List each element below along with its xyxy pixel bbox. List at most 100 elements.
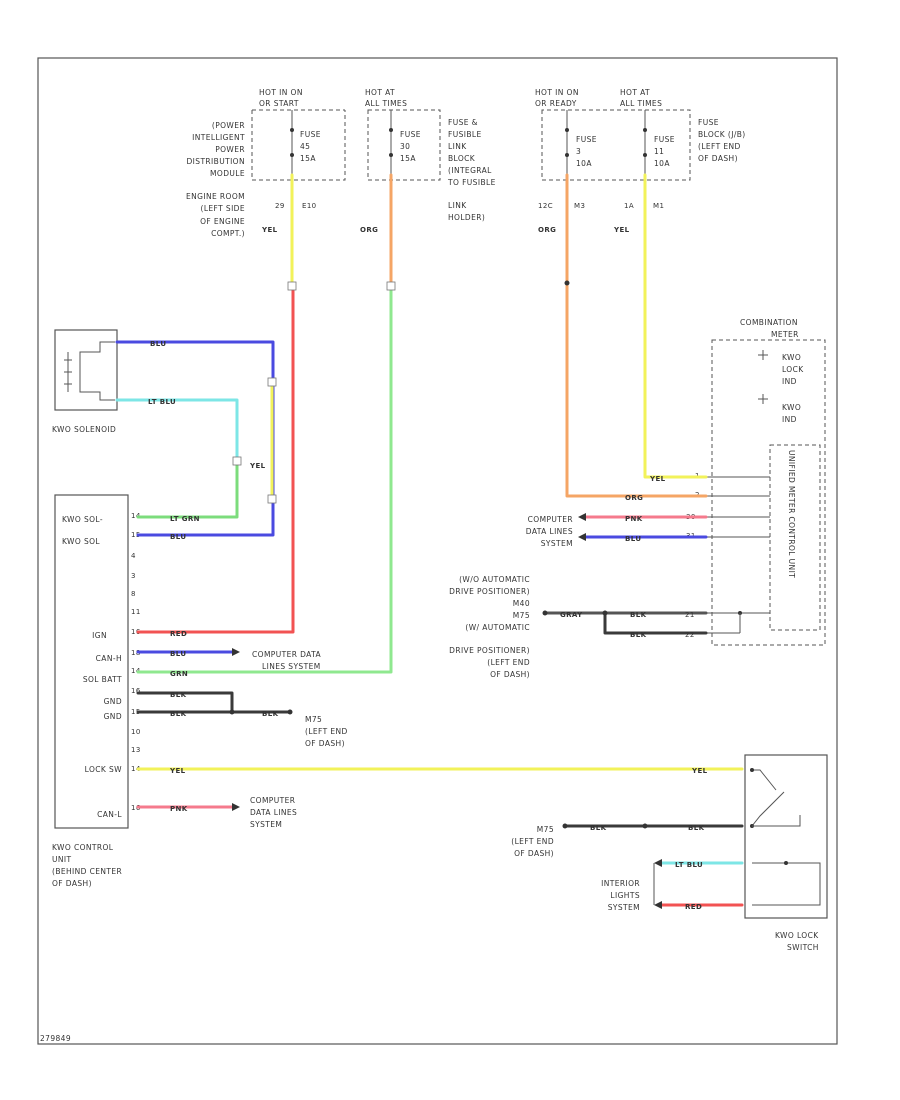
svg-text:GND: GND xyxy=(104,712,122,721)
wire-blk-gnd1 xyxy=(136,691,234,714)
svg-text:LOCK SW: LOCK SW xyxy=(85,765,123,774)
svg-text:SWITCH: SWITCH xyxy=(787,943,819,952)
svg-text:LINK: LINK xyxy=(448,201,467,210)
svg-text:12C: 12C xyxy=(538,202,553,210)
svg-text:BLK: BLK xyxy=(170,691,187,699)
svg-text:COMPUTER DATA: COMPUTER DATA xyxy=(252,650,322,659)
svg-text:INTERIOR: INTERIOR xyxy=(601,879,640,888)
svg-text:1A: 1A xyxy=(624,202,634,210)
wire-ltgrn-kcu xyxy=(136,461,239,519)
svg-text:(POWER: (POWER xyxy=(212,121,245,130)
svg-text:YEL: YEL xyxy=(691,767,708,775)
svg-text:KWO SOLENOID: KWO SOLENOID xyxy=(52,425,116,434)
svg-text:RED: RED xyxy=(170,630,187,638)
kwo-control-unit: KWO SOL- KWO SOL IGN CAN-H SOL BATT GND … xyxy=(52,494,141,888)
svg-text:21: 21 xyxy=(685,611,695,619)
svg-text:LT BLU: LT BLU xyxy=(675,861,703,869)
svg-text:M75: M75 xyxy=(513,611,530,620)
svg-text:YEL: YEL xyxy=(261,226,278,234)
svg-text:LT GRN: LT GRN xyxy=(170,515,200,523)
svg-text:FUSE: FUSE xyxy=(400,130,421,139)
svg-text:OF DASH): OF DASH) xyxy=(52,879,92,888)
svg-text:14: 14 xyxy=(131,667,141,675)
svg-text:KWO LOCK: KWO LOCK xyxy=(775,931,819,940)
wire-ltblu-solenoid xyxy=(115,398,239,462)
svg-text:GRN: GRN xyxy=(170,670,188,678)
svg-text:M75: M75 xyxy=(537,825,554,834)
svg-text:BLOCK (J/B): BLOCK (J/B) xyxy=(698,130,746,139)
fuse1-fuse-rating: 15A xyxy=(300,154,316,163)
svg-text:(INTEGRAL: (INTEGRAL xyxy=(448,166,492,175)
svg-text:IND: IND xyxy=(782,377,797,386)
svg-text:COMBINATION: COMBINATION xyxy=(740,318,798,327)
svg-text:M40: M40 xyxy=(513,599,530,608)
svg-text:ALL TIMES: ALL TIMES xyxy=(620,99,662,108)
svg-text:YEL: YEL xyxy=(249,462,266,470)
svg-text:HOLDER): HOLDER) xyxy=(448,213,485,222)
kwo-lock-switch: KWO LOCK SWITCH xyxy=(744,754,828,952)
svg-text:LINES SYSTEM: LINES SYSTEM xyxy=(262,662,321,671)
wire-blk-drive xyxy=(603,611,708,635)
wire-org-combo xyxy=(565,173,708,498)
svg-text:16: 16 xyxy=(131,804,141,812)
svg-text:CAN-H: CAN-H xyxy=(96,654,122,663)
svg-text:(W/ AUTOMATIC: (W/ AUTOMATIC xyxy=(465,623,530,632)
svg-text:LT BLU: LT BLU xyxy=(148,398,176,406)
reference-labels: COMPUTER DATA LINES SYSTEM COMPUTER DATA… xyxy=(250,515,640,912)
svg-text:UNIT: UNIT xyxy=(52,855,72,864)
svg-text:OF ENGINE: OF ENGINE xyxy=(200,217,245,226)
svg-text:DATA LINES: DATA LINES xyxy=(250,808,297,817)
svg-text:14: 14 xyxy=(131,765,141,773)
svg-text:HOT IN ON: HOT IN ON xyxy=(535,88,579,97)
svg-text:FUSE: FUSE xyxy=(654,135,675,144)
fuse1-hot-line2: OR START xyxy=(259,99,299,108)
svg-text:POWER: POWER xyxy=(215,145,245,154)
svg-text:(LEFT END: (LEFT END xyxy=(305,727,348,736)
arrow-heads xyxy=(232,513,662,909)
svg-text:PNK: PNK xyxy=(625,515,643,523)
svg-text:COMPT.): COMPT.) xyxy=(211,229,245,238)
svg-text:KWO SOL: KWO SOL xyxy=(62,537,100,546)
svg-text:SYSTEM: SYSTEM xyxy=(250,820,282,829)
svg-text:4: 4 xyxy=(131,552,136,560)
svg-text:BLK: BLK xyxy=(630,611,647,619)
svg-text:30: 30 xyxy=(400,142,410,151)
svg-text:KWO: KWO xyxy=(782,353,801,362)
fuse-block-fusible-link: HOT AT ALL TIMES FUSE 30 15A FUSE & FUSI… xyxy=(360,88,495,234)
svg-text:OF DASH): OF DASH) xyxy=(490,670,530,679)
svg-text:(LEFT END: (LEFT END xyxy=(511,837,554,846)
svg-text:10: 10 xyxy=(131,728,141,736)
svg-text:MODULE: MODULE xyxy=(210,169,245,178)
svg-text:COMPUTER: COMPUTER xyxy=(528,515,573,524)
fuse1-fuse-label: FUSE xyxy=(300,130,321,139)
svg-text:13: 13 xyxy=(131,746,141,754)
svg-text:OF DASH): OF DASH) xyxy=(514,849,554,858)
connector-markers xyxy=(232,281,396,504)
svg-text:IGN: IGN xyxy=(92,631,107,640)
wire-color-labels: BLU LT BLU YEL LT GRN BLU RED BLU GRN BL… xyxy=(148,340,708,911)
svg-text:LINK: LINK xyxy=(448,142,467,151)
svg-text:ENGINE ROOM: ENGINE ROOM xyxy=(186,192,245,201)
kwo-solenoid: KWO SOLENOID xyxy=(52,329,118,434)
svg-text:BLK: BLK xyxy=(170,710,187,718)
svg-text:BLU: BLU xyxy=(150,340,166,348)
svg-text:FUSE: FUSE xyxy=(698,118,719,127)
svg-text:SOL BATT: SOL BATT xyxy=(83,675,122,684)
svg-text:FUSIBLE: FUSIBLE xyxy=(448,130,482,139)
wire-blu-solenoid xyxy=(115,340,275,537)
svg-text:KWO SOL-: KWO SOL- xyxy=(62,515,103,524)
svg-text:(W/O AUTOMATIC: (W/O AUTOMATIC xyxy=(459,575,530,584)
svg-text:BLU: BLU xyxy=(170,533,186,541)
svg-text:BLOCK: BLOCK xyxy=(448,154,476,163)
svg-text:M75: M75 xyxy=(305,715,322,724)
figure-number: 279849 xyxy=(40,1034,71,1043)
svg-text:10A: 10A xyxy=(654,159,670,168)
svg-text:PNK: PNK xyxy=(170,805,188,813)
svg-text:11: 11 xyxy=(654,147,664,156)
svg-text:16: 16 xyxy=(131,687,141,695)
svg-text:(BEHIND CENTER: (BEHIND CENTER xyxy=(52,867,122,876)
svg-text:15: 15 xyxy=(131,708,141,716)
svg-text:8: 8 xyxy=(131,590,136,598)
svg-text:BLK: BLK xyxy=(262,710,279,718)
